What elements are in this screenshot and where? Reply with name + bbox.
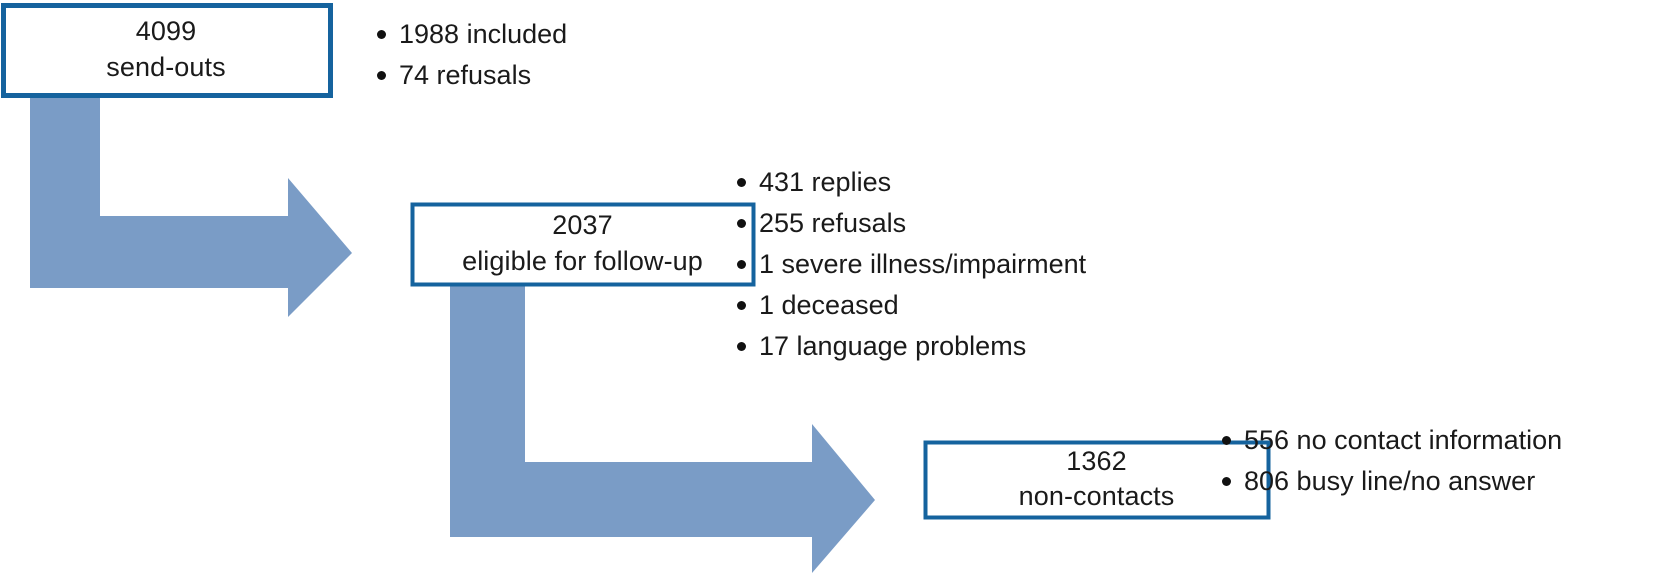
annotation-text: 255 refusals (759, 207, 907, 238)
bullet-dot-icon (1222, 477, 1231, 487)
annotation-text: 74 refusals (399, 59, 532, 90)
annotation-text: 431 replies (759, 167, 892, 197)
annotation-item: 431 replies (735, 162, 1086, 203)
annotation-list-send-outs: 1988 included 74 refusals (375, 14, 567, 96)
bullet-dot-icon (377, 30, 386, 40)
node-box-send-outs (1, 3, 333, 98)
annotation-text: 1988 included (399, 19, 568, 49)
node-count-non-contacts: 1362 (1066, 445, 1127, 476)
annotation-item: 17 language problems (735, 326, 1086, 367)
annotation-item: 1988 included (375, 14, 567, 55)
node-box-eligible-for-follow-up (410, 202, 756, 287)
node-text-non-contacts: non-contacts (1018, 481, 1175, 511)
annotation-text: 1 deceased (759, 289, 899, 320)
annotation-item: 255 refusals (735, 203, 1086, 244)
node-box-non-contacts (923, 440, 1271, 520)
bullet-dot-icon (737, 219, 746, 229)
bullet-dot-icon (737, 301, 746, 311)
arrow-eligible-to-noncontacts (450, 285, 875, 573)
node-label-non-contacts: 1362 non-contacts (923, 440, 1270, 518)
node-label-eligible-for-follow-up: 2037 eligible for follow-up (410, 202, 755, 285)
annotation-item: 806 busy line/no answer (1220, 461, 1562, 502)
annotation-text: 17 language problems (759, 330, 1027, 361)
node-text-eligible-for-follow-up: eligible for follow-up (462, 245, 703, 276)
bullet-dot-icon (377, 71, 386, 81)
node-count-eligible-for-follow-up: 2037 (552, 210, 613, 241)
annotation-item: 74 refusals (375, 55, 567, 96)
bullet-dot-icon (737, 260, 746, 270)
node-text-send-outs: send-outs (106, 51, 226, 82)
annotation-list-non-contacts: 556 no contact information 806 busy line… (1220, 420, 1562, 502)
annotation-item: 1 severe illness/impairment (735, 244, 1086, 285)
annotation-text: 1 severe illness/impairment (759, 248, 1087, 279)
arrow-sendouts-to-eligible (30, 96, 352, 317)
annotation-text: 806 busy line/no answer (1244, 465, 1536, 496)
annotation-item: 1 deceased (735, 285, 1086, 326)
bullet-dot-icon (737, 178, 746, 188)
bullet-dot-icon (1222, 436, 1231, 446)
node-label-send-outs: 4099 send-outs (1, 3, 331, 96)
bullet-dot-icon (737, 342, 746, 351)
annotation-text: 556 no contact information (1244, 425, 1563, 455)
annotation-item: 556 no contact information (1220, 420, 1562, 461)
annotation-list-eligible-for-follow-up: 431 replies 255 refusals 1 severe illnes… (735, 162, 1086, 366)
node-count-send-outs: 4099 (135, 16, 197, 47)
